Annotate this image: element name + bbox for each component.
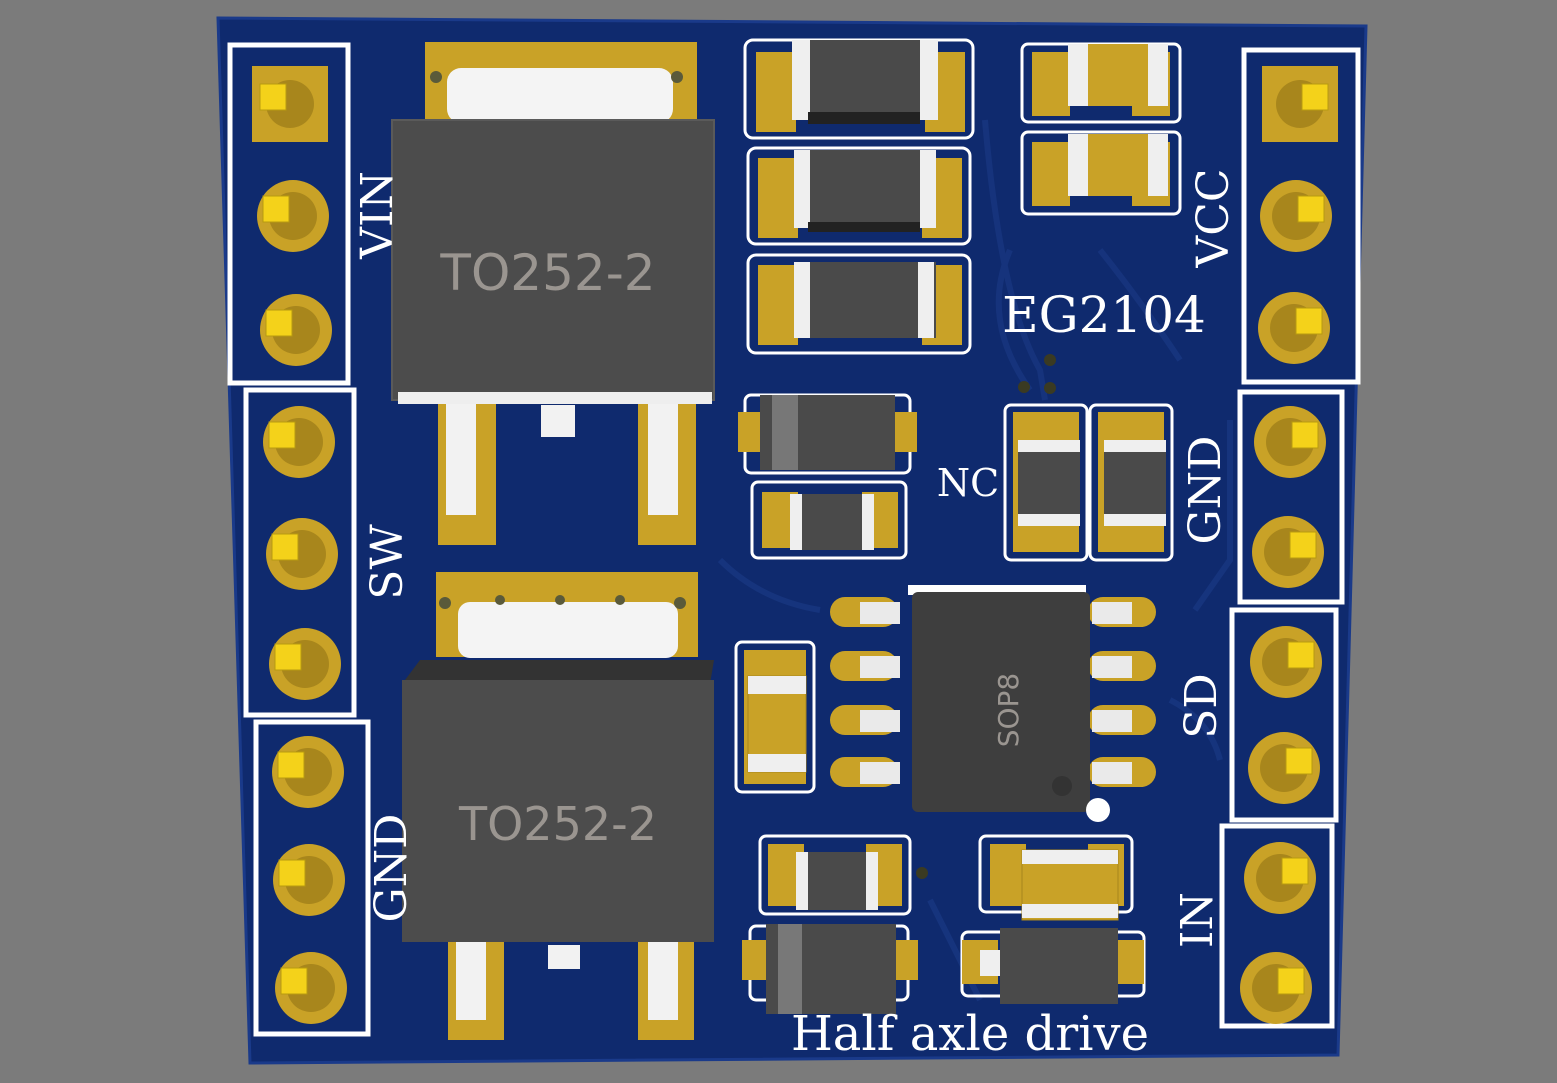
header-pin [1240, 952, 1312, 1024]
header-pin [257, 180, 329, 252]
driver-ic-sop8 [830, 585, 1156, 822]
resistor-r2 [746, 146, 972, 246]
diode-bottom-left [742, 924, 918, 1014]
resistor-r5 [758, 834, 912, 916]
ic-pin-lead [1092, 762, 1132, 784]
left-label-sw: SW [362, 524, 413, 600]
capacitor-bottom-right [978, 834, 1134, 921]
vcc-header-outline [1241, 47, 1361, 385]
header-pin [1252, 516, 1324, 588]
right-label-sd: SD [1176, 673, 1227, 738]
ic-pin-lead [1092, 602, 1132, 624]
right-label-in: IN [1172, 892, 1223, 948]
sw-header-outline [243, 387, 357, 718]
left-label-gnd: GND [366, 814, 417, 923]
header-pin [1250, 626, 1322, 698]
right-label-vcc: VCC [1188, 168, 1239, 268]
board-title: EG2104 [1002, 286, 1206, 344]
ic-pin-lead [860, 656, 900, 678]
header-pins [252, 66, 1338, 1024]
resistor-array [743, 38, 975, 355]
header-pin [273, 844, 345, 916]
header-pin [263, 406, 335, 478]
copper-traces [717, 119, 1233, 1002]
header-pin [1260, 180, 1332, 252]
gnd-right-header-outline [1237, 389, 1345, 605]
resistor-r1 [743, 38, 975, 140]
nc-label: NC [937, 461, 999, 505]
header-pin [269, 628, 341, 700]
resistor-r3 [746, 253, 972, 355]
header-pin [252, 66, 328, 142]
mosfet-bottom [402, 572, 714, 1040]
diode-bottom-right [960, 928, 1146, 1004]
right-label-gnd: GND [1180, 436, 1231, 545]
mosfet-bottom-label: TO252-2 [458, 797, 657, 851]
ic-pin-lead [1092, 710, 1132, 732]
capacitor-left-of-ic [734, 640, 816, 794]
resistor-pair-nc [1003, 403, 1174, 562]
left-pin-header [227, 42, 371, 1037]
mosfet-top [391, 42, 715, 545]
vin-header-outline [227, 42, 351, 386]
capacitor-pair-top [1020, 42, 1182, 216]
diode-middle [738, 393, 917, 475]
in-header-outline [1219, 823, 1335, 1029]
ic-pin-lead [860, 762, 900, 784]
gnd-header-outline [253, 719, 371, 1037]
left-label-vin: VIN [352, 171, 403, 260]
header-pin [1254, 406, 1326, 478]
driver-ic-label: SOP8 [992, 673, 1025, 748]
header-pin [1248, 732, 1320, 804]
resistor-r4 [750, 480, 908, 560]
mosfet-top-label: TO252-2 [439, 244, 655, 302]
vias [916, 354, 1056, 879]
silkscreen-text: TO252-2 TO252-2 SOP8 EG2104 Half axle dr… [352, 168, 1239, 1062]
header-pin [1244, 842, 1316, 914]
ic-pin-lead [860, 710, 900, 732]
board-footer: Half axle drive [791, 1006, 1149, 1062]
ic-pin-lead [860, 602, 900, 624]
header-pin [266, 518, 338, 590]
header-pin [1262, 66, 1338, 142]
header-pin [272, 736, 344, 808]
header-pin [275, 952, 347, 1024]
header-pin [260, 294, 332, 366]
ic-pin-lead [1092, 656, 1132, 678]
header-pin [1258, 292, 1330, 364]
sd-header-outline [1229, 607, 1339, 823]
right-pin-header [1219, 47, 1361, 1029]
